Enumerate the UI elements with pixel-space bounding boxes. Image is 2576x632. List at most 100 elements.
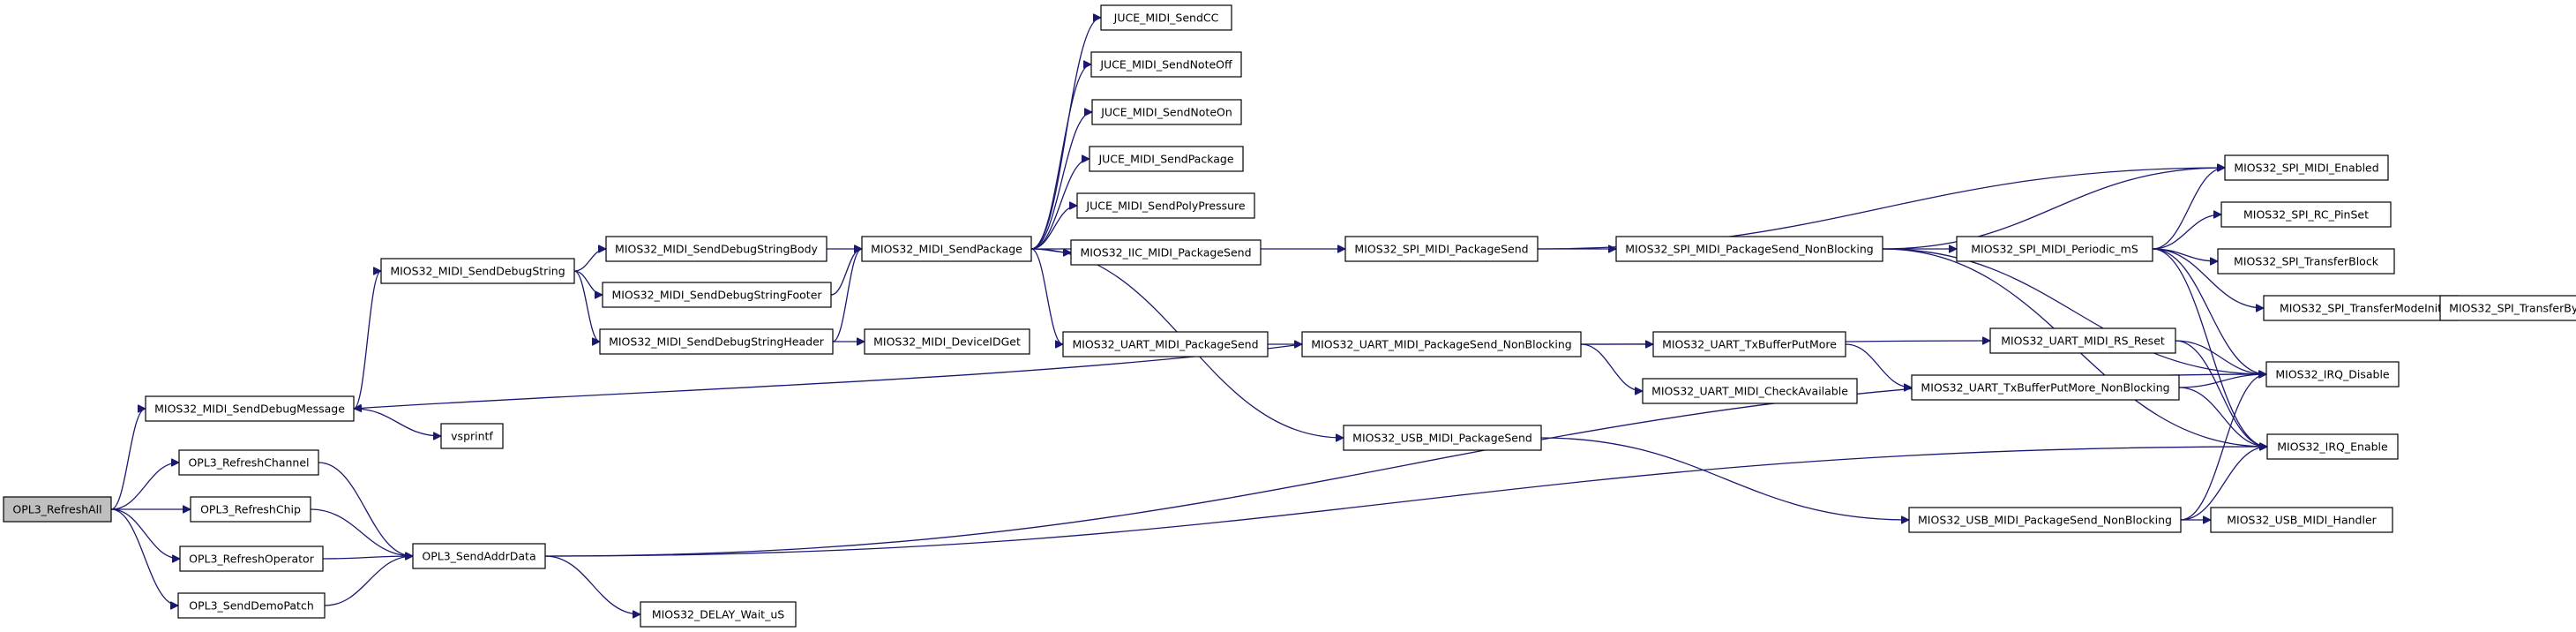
node-box (145, 395, 355, 422)
function-node[interactable]: JUCE_MIDI_SendNoteOn (1091, 99, 1242, 125)
edge-n13-n18 (1030, 159, 1090, 250)
node-box (412, 543, 546, 569)
edge-n0-n5 (110, 508, 179, 606)
function-node[interactable]: MIOS32_DELAY_Wait_uS (640, 601, 797, 628)
function-node[interactable]: MIOS32_UART_TxBufferPutMore (1652, 331, 1846, 357)
edge-n30-n37 (2180, 447, 2267, 521)
function-node[interactable]: MIOS32_UART_MIDI_PackageSend (1062, 331, 1269, 357)
node-label: JUCE_MIDI_SendPackage (1097, 153, 1233, 166)
node-label: JUCE_MIDI_SendNoteOn (1100, 106, 1232, 119)
node-label: MIOS32_UART_MIDI_CheckAvailable (1651, 385, 1848, 398)
node-label: MIOS32_UART_TxBufferPutMore_NonBlocking (1921, 381, 2169, 395)
function-node[interactable]: vsprintf (440, 423, 504, 449)
function-node[interactable]: MIOS32_SPI_TransferByte (2439, 295, 2576, 321)
node-label: MIOS32_IRQ_Disable (2275, 368, 2390, 381)
node-box (2265, 361, 2400, 387)
node-box (602, 282, 832, 308)
function-node[interactable]: MIOS32_USB_MIDI_Handler (2210, 507, 2393, 533)
node-label: MIOS32_USB_MIDI_PackageSend_NonBlocking (1918, 514, 2172, 527)
edge-n28-n36 (2175, 340, 2266, 374)
function-node[interactable]: OPL3_RefreshChip (190, 496, 311, 523)
node-box (1100, 4, 1232, 31)
edge-n2-n8 (318, 462, 413, 556)
node-label: MIOS32_IIC_MIDI_PackageSend (1080, 246, 1251, 260)
function-node[interactable]: MIOS32_SPI_TransferBlock (2217, 248, 2395, 275)
edge-n5-n8 (324, 556, 413, 606)
function-node[interactable]: MIOS32_SPI_TransferModeInit (2263, 295, 2459, 321)
function-node[interactable]: MIOS32_SPI_MIDI_PackageSend_NonBlocking (1615, 236, 1883, 262)
node-box (1615, 236, 1883, 262)
edge-n31-n32 (2152, 168, 2226, 250)
node-box (1911, 374, 2180, 401)
function-node[interactable]: MIOS32_SPI_RC_PinSet (2220, 201, 2392, 228)
node-label: MIOS32_USB_MIDI_Handler (2227, 514, 2377, 527)
node-box (2266, 433, 2399, 460)
function-node[interactable]: OPL3_SendDemoPatch (177, 592, 326, 619)
function-node[interactable]: MIOS32_MIDI_SendDebugStringHeader (599, 328, 834, 355)
call-edges (110, 18, 2458, 614)
node-label: MIOS32_MIDI_SendDebugStringFooter (611, 289, 822, 302)
edge-n13-n19 (1030, 206, 1078, 250)
node-box (1090, 51, 1242, 78)
edge-n25-n32 (1882, 168, 2225, 250)
function-node[interactable]: MIOS32_SPI_MIDI_Periodic_mS (1956, 236, 2153, 262)
node-label: OPL3_RefreshOperator (189, 553, 315, 566)
node-box (190, 496, 311, 523)
function-node[interactable]: MIOS32_UART_MIDI_CheckAvailable (1642, 378, 1858, 404)
node-label: MIOS32_UART_MIDI_PackageSend_NonBlocking (1311, 338, 1571, 351)
function-node[interactable]: OPL3_RefreshOperator (179, 545, 324, 572)
node-label: JUCE_MIDI_SendNoteOff (1099, 58, 1232, 71)
node-box (864, 328, 1030, 355)
function-node[interactable]: JUCE_MIDI_SendPolyPressure (1076, 192, 1255, 219)
node-box (1091, 99, 1242, 125)
node-label: MIOS32_UART_MIDI_RS_Reset (2001, 335, 2165, 348)
function-node[interactable]: JUCE_MIDI_SendCC (1100, 4, 1232, 31)
edge-n12-n13 (832, 249, 863, 342)
node-box (2439, 295, 2576, 321)
edge-n30-n36 (2180, 374, 2267, 521)
edge-n6-n12 (573, 270, 601, 342)
function-node[interactable]: MIOS32_SPI_MIDI_Enabled (2224, 154, 2389, 181)
function-node[interactable]: OPL3_SendAddrData (412, 543, 546, 569)
function-nodes: OPL3_RefreshAll MIOS32_MIDI_SendDebugMess… (3, 4, 2576, 628)
node-box (177, 592, 326, 619)
edge-n29-n37 (2178, 387, 2267, 447)
function-node[interactable]: JUCE_MIDI_SendNoteOff (1090, 51, 1242, 78)
root-function-node[interactable]: OPL3_RefreshAll (3, 496, 112, 523)
function-node[interactable]: JUCE_MIDI_SendPackage (1089, 146, 1244, 172)
node-box (1301, 331, 1582, 357)
function-node[interactable]: MIOS32_IRQ_Enable (2266, 433, 2399, 460)
node-label: MIOS32_MIDI_SendDebugString (390, 265, 565, 278)
function-node[interactable]: MIOS32_MIDI_SendDebugStringFooter (602, 282, 832, 308)
function-node[interactable]: MIOS32_MIDI_SendPackage (861, 236, 1032, 262)
function-node[interactable]: MIOS32_MIDI_SendDebugString (380, 258, 575, 284)
function-node[interactable]: MIOS32_IRQ_Disable (2265, 361, 2400, 387)
function-node[interactable]: MIOS32_UART_MIDI_RS_Reset (1989, 327, 2176, 354)
node-label: MIOS32_UART_MIDI_PackageSend (1072, 338, 1258, 351)
node-label: MIOS32_DELAY_Wait_uS (652, 608, 784, 621)
function-node[interactable]: MIOS32_UART_MIDI_PackageSend_NonBlocking (1301, 331, 1582, 357)
edge-n6-n11 (573, 270, 603, 295)
node-box (605, 236, 827, 262)
function-node[interactable]: MIOS32_SPI_MIDI_PackageSend (1344, 236, 1539, 262)
node-box (380, 258, 575, 284)
node-box (2217, 248, 2395, 275)
function-node[interactable]: MIOS32_USB_MIDI_PackageSend (1343, 425, 1542, 451)
node-label: MIOS32_SPI_MIDI_PackageSend_NonBlocking (1625, 243, 1873, 256)
function-node[interactable]: MIOS32_MIDI_SendDebugStringBody (605, 236, 827, 262)
node-label: OPL3_RefreshChannel (188, 456, 309, 470)
edge-n3-n8 (310, 508, 413, 556)
function-node[interactable]: MIOS32_MIDI_SendDebugMessage (145, 395, 355, 422)
node-label: MIOS32_SPI_TransferModeInit (2280, 302, 2442, 315)
node-box (2224, 154, 2389, 181)
function-node[interactable]: MIOS32_MIDI_DeviceIDGet (864, 328, 1030, 355)
node-box (1343, 425, 1542, 451)
function-node[interactable]: OPL3_RefreshChannel (178, 449, 319, 476)
function-node[interactable]: MIOS32_IIC_MIDI_PackageSend (1070, 239, 1262, 266)
node-label: MIOS32_SPI_MIDI_Enabled (2234, 162, 2378, 175)
edge-n31-n35 (2152, 248, 2264, 308)
function-node[interactable]: MIOS32_USB_MIDI_PackageSend_NonBlocking (1908, 507, 2182, 533)
edge-n0-n1 (110, 409, 146, 510)
function-node[interactable]: MIOS32_UART_TxBufferPutMore_NonBlocking (1911, 374, 2180, 401)
